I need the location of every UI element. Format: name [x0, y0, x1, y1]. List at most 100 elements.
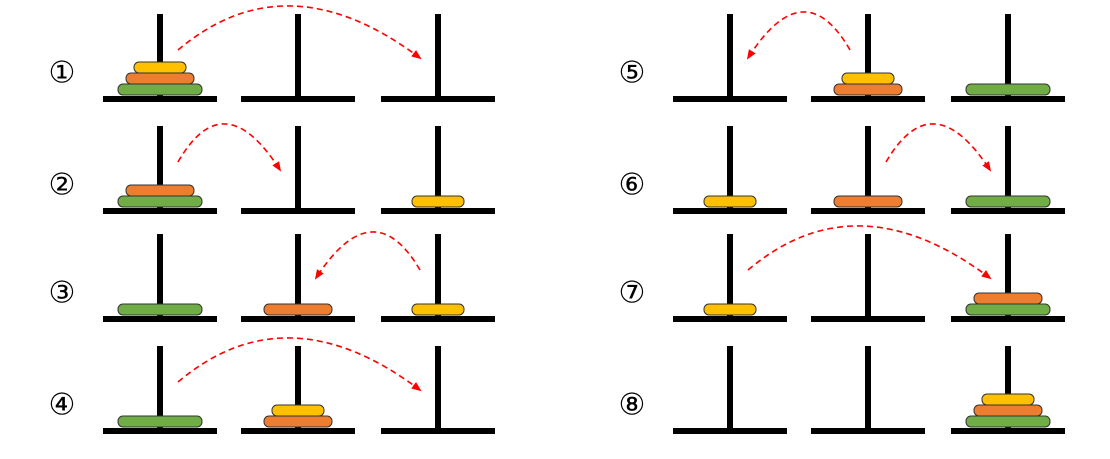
disk-icon	[841, 72, 895, 85]
peg-base	[241, 316, 355, 322]
peg-icon	[241, 234, 355, 322]
curved-arrow-icon	[746, 11, 851, 60]
peg-icon	[241, 126, 355, 214]
peg-rod	[435, 14, 441, 96]
peg-base	[381, 96, 495, 102]
peg-rod	[727, 14, 733, 96]
disk-icon	[117, 195, 203, 208]
peg-base	[241, 96, 355, 102]
peg-icon	[951, 14, 1065, 102]
peg-icon	[381, 346, 495, 434]
peg-rod	[435, 234, 441, 316]
step-label: ②	[49, 168, 76, 203]
peg-icon	[811, 126, 925, 214]
peg-icon	[103, 234, 217, 322]
peg-rod	[295, 126, 301, 208]
step-label: ④	[49, 388, 76, 423]
disk-icon	[973, 292, 1043, 305]
peg-base	[103, 316, 217, 322]
peg-base	[951, 208, 1065, 214]
disk-icon	[965, 303, 1051, 316]
peg-rod	[157, 346, 163, 428]
peg-rod	[435, 126, 441, 208]
step-label: ⑤	[619, 56, 646, 91]
peg-icon	[673, 346, 787, 434]
disk-icon	[965, 415, 1051, 428]
peg-icon	[673, 14, 787, 102]
peg-icon	[673, 234, 787, 322]
disk-icon	[125, 184, 195, 197]
peg-icon	[951, 234, 1065, 322]
peg-rod	[157, 126, 163, 208]
peg-icon	[951, 126, 1065, 214]
peg-base	[103, 428, 217, 434]
disk-icon	[263, 415, 333, 428]
peg-base	[951, 316, 1065, 322]
curved-arrow-icon	[177, 123, 282, 172]
disk-icon	[981, 393, 1035, 406]
step-panel: ⑦	[619, 225, 1065, 322]
step-panel: ④	[49, 337, 495, 434]
peg-base	[951, 96, 1065, 102]
peg-icon	[103, 14, 217, 102]
peg-rod	[865, 14, 871, 96]
peg-base	[103, 208, 217, 214]
step-panel: ⑧	[619, 346, 1065, 434]
disk-icon	[117, 83, 203, 96]
step-panel: ②	[49, 123, 495, 214]
disk-icon	[833, 83, 903, 96]
step-label: ③	[49, 276, 76, 311]
peg-rod	[157, 14, 163, 96]
peg-rod	[1005, 14, 1011, 96]
step-panel: ③	[49, 231, 495, 322]
peg-rod	[865, 126, 871, 208]
peg-rod	[727, 346, 733, 428]
peg-base	[241, 208, 355, 214]
peg-icon	[811, 234, 925, 322]
peg-rod	[1005, 234, 1011, 316]
peg-base	[673, 316, 787, 322]
peg-base	[381, 428, 495, 434]
peg-base	[811, 208, 925, 214]
peg-icon	[241, 14, 355, 102]
peg-icon	[811, 346, 925, 434]
peg-base	[673, 96, 787, 102]
disk-icon	[965, 195, 1051, 208]
disk-icon	[973, 404, 1043, 417]
disk-icon	[263, 303, 333, 316]
step-label: ①	[49, 56, 76, 91]
peg-icon	[811, 14, 925, 102]
curved-arrow-icon	[177, 5, 422, 60]
peg-rod	[157, 234, 163, 316]
peg-base	[103, 96, 217, 102]
peg-icon	[241, 346, 355, 434]
step-label: ⑦	[619, 276, 646, 311]
peg-rod	[1005, 346, 1011, 428]
step-panel: ⑥	[619, 123, 1065, 214]
peg-icon	[381, 126, 495, 214]
curved-arrow-icon	[885, 123, 992, 172]
step-label: ⑧	[619, 388, 646, 423]
peg-base	[673, 208, 787, 214]
peg-rod	[295, 14, 301, 96]
disk-icon	[703, 303, 757, 316]
curved-arrow-icon	[747, 225, 992, 280]
disk-icon	[125, 72, 195, 85]
disk-icon	[411, 195, 465, 208]
step-panel: ⑤	[619, 11, 1065, 102]
peg-base	[381, 316, 495, 322]
peg-rod	[727, 234, 733, 316]
peg-rod	[1005, 126, 1011, 208]
disk-icon	[703, 195, 757, 208]
peg-base	[811, 316, 925, 322]
peg-rod	[295, 346, 301, 428]
peg-base	[811, 96, 925, 102]
peg-rod	[865, 234, 871, 316]
peg-base	[673, 428, 787, 434]
curved-arrow-icon	[314, 231, 421, 280]
peg-icon	[103, 126, 217, 214]
step-label: ⑥	[619, 168, 646, 203]
peg-base	[811, 428, 925, 434]
peg-base	[381, 208, 495, 214]
disk-icon	[133, 61, 187, 74]
